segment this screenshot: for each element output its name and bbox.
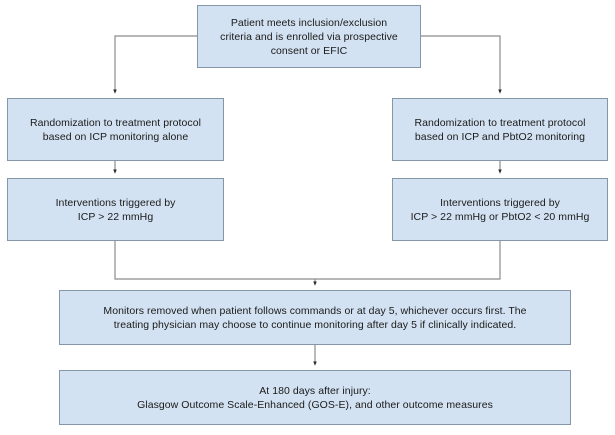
node-monitors-removed: Monitors removed when patient follows co… xyxy=(59,290,571,345)
edge-interventions-merge-to-monitors xyxy=(114,241,501,286)
node-interventions-icp-pbto2-label: Interventions triggered by ICP > 22 mmHg… xyxy=(410,196,590,223)
node-randomization-icp-pbto2-label: Randomization to treatment protocol base… xyxy=(414,116,586,143)
node-interventions-icp-pbto2: Interventions triggered by ICP > 22 mmHg… xyxy=(392,178,608,241)
node-enrollment-label: Patient meets inclusion/exclusion criter… xyxy=(220,16,398,57)
edge-enrollment-to-rand-icp xyxy=(113,35,197,94)
node-monitors-removed-label: Monitors removed when patient follows co… xyxy=(103,304,527,331)
node-randomization-icp-only-label: Randomization to treatment protocol base… xyxy=(29,116,201,143)
edge-enrollment-to-rand-icp-pbto2 xyxy=(421,35,502,94)
node-randomization-icp-only: Randomization to treatment protocol base… xyxy=(7,98,224,161)
node-outcome-measures: At 180 days after injury: Glasgow Outcom… xyxy=(59,370,571,425)
node-enrollment: Patient meets inclusion/exclusion criter… xyxy=(197,5,421,68)
node-interventions-icp: Interventions triggered by ICP > 22 mmHg xyxy=(7,178,224,241)
node-outcome-measures-label: At 180 days after injury: Glasgow Outcom… xyxy=(137,384,493,411)
node-interventions-icp-label: Interventions triggered by ICP > 22 mmHg xyxy=(55,196,176,223)
node-randomization-icp-pbto2: Randomization to treatment protocol base… xyxy=(392,98,608,161)
